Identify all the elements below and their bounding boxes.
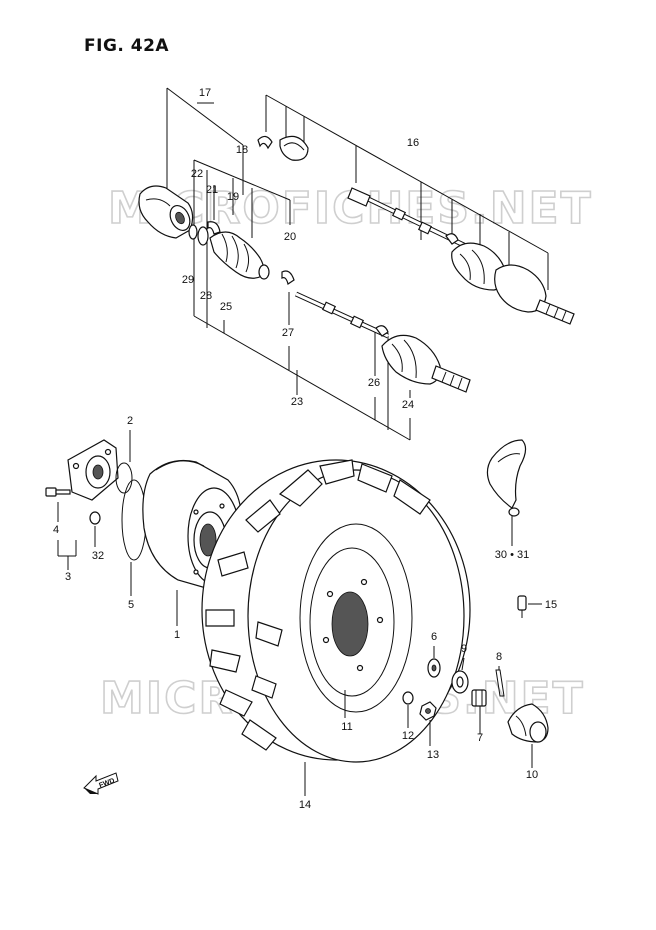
ring-28 — [197, 226, 209, 246]
callout-c13: 13 — [427, 749, 439, 761]
callout-c7: 7 — [477, 732, 483, 744]
callout-c23: 23 — [291, 396, 303, 408]
figure-title: FIG. 42A — [84, 36, 170, 56]
callout-c12: 12 — [402, 730, 414, 742]
callout-c8: 8 — [496, 651, 502, 663]
callout-c26: 26 — [368, 377, 380, 389]
washer-12 — [402, 691, 414, 705]
circlip-29 — [188, 224, 198, 240]
callout-c15: 15 — [545, 599, 557, 611]
callout-c22: 22 — [191, 168, 203, 180]
hub-cap-10 — [507, 703, 549, 768]
callout-c11: 11 — [341, 721, 352, 733]
callout-c28: 28 — [200, 290, 212, 302]
callout-c25: 25 — [220, 301, 232, 313]
callout-c14: 14 — [299, 799, 311, 811]
fwd-arrow-icon: FWD — [83, 772, 119, 795]
o-ring-2 — [115, 462, 133, 494]
nut-13 — [419, 701, 437, 746]
callout-c20: 20 — [284, 231, 296, 243]
callout-c2: 2 — [127, 415, 133, 427]
bracket-16 — [265, 94, 549, 290]
callout-c3: 3 — [65, 571, 71, 583]
clamp-b — [279, 135, 309, 161]
callout-c5: 5 — [128, 599, 134, 611]
callout-c21: 21 — [206, 184, 218, 196]
tire-14 — [201, 459, 471, 763]
callout-c17: 17 — [199, 87, 211, 99]
callout-c30: 30 • 31 — [495, 549, 529, 561]
brake-panel — [67, 439, 119, 501]
bracket-17 — [166, 87, 244, 205]
bracket-3 — [57, 502, 77, 570]
callout-c29: 29 — [182, 274, 194, 286]
valve-15 — [517, 595, 542, 618]
clamp-a — [257, 135, 273, 150]
band-22 — [207, 221, 221, 235]
washer-32 — [89, 511, 101, 525]
axle-shaft-23 — [294, 291, 471, 393]
clamp-20 — [281, 270, 295, 285]
callout-c18: 18 — [236, 144, 248, 156]
axle-shaft-16 — [347, 187, 575, 325]
callout-c1: 1 — [174, 629, 180, 641]
callout-c4: 4 — [53, 524, 59, 536]
bracket-23 — [193, 159, 411, 441]
guard-30-31 — [486, 439, 527, 546]
callout-c19: 19 — [227, 191, 239, 203]
callout-c27: 27 — [282, 327, 294, 339]
callout-c10: 10 — [526, 769, 538, 781]
boot-25 — [209, 231, 270, 280]
callout-c32: 32 — [92, 550, 104, 562]
castle-nut-7 — [471, 689, 487, 734]
callout-c6: 6 — [431, 631, 437, 643]
seal-5 — [121, 479, 147, 561]
callout-c9: 9 — [461, 643, 467, 655]
callout-c24: 24 — [402, 399, 414, 411]
bolt-4 — [45, 487, 71, 497]
callout-c16: 16 — [407, 137, 419, 149]
